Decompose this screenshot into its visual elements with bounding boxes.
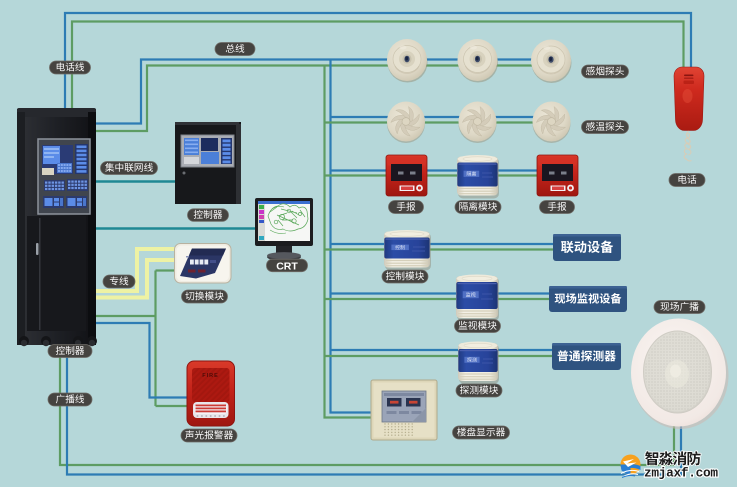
svg-text:zmjaxf.com: zmjaxf.com [644,466,718,481]
svg-text:FIRE: FIRE [202,373,219,379]
svg-text:CRT: CRT [276,261,298,273]
